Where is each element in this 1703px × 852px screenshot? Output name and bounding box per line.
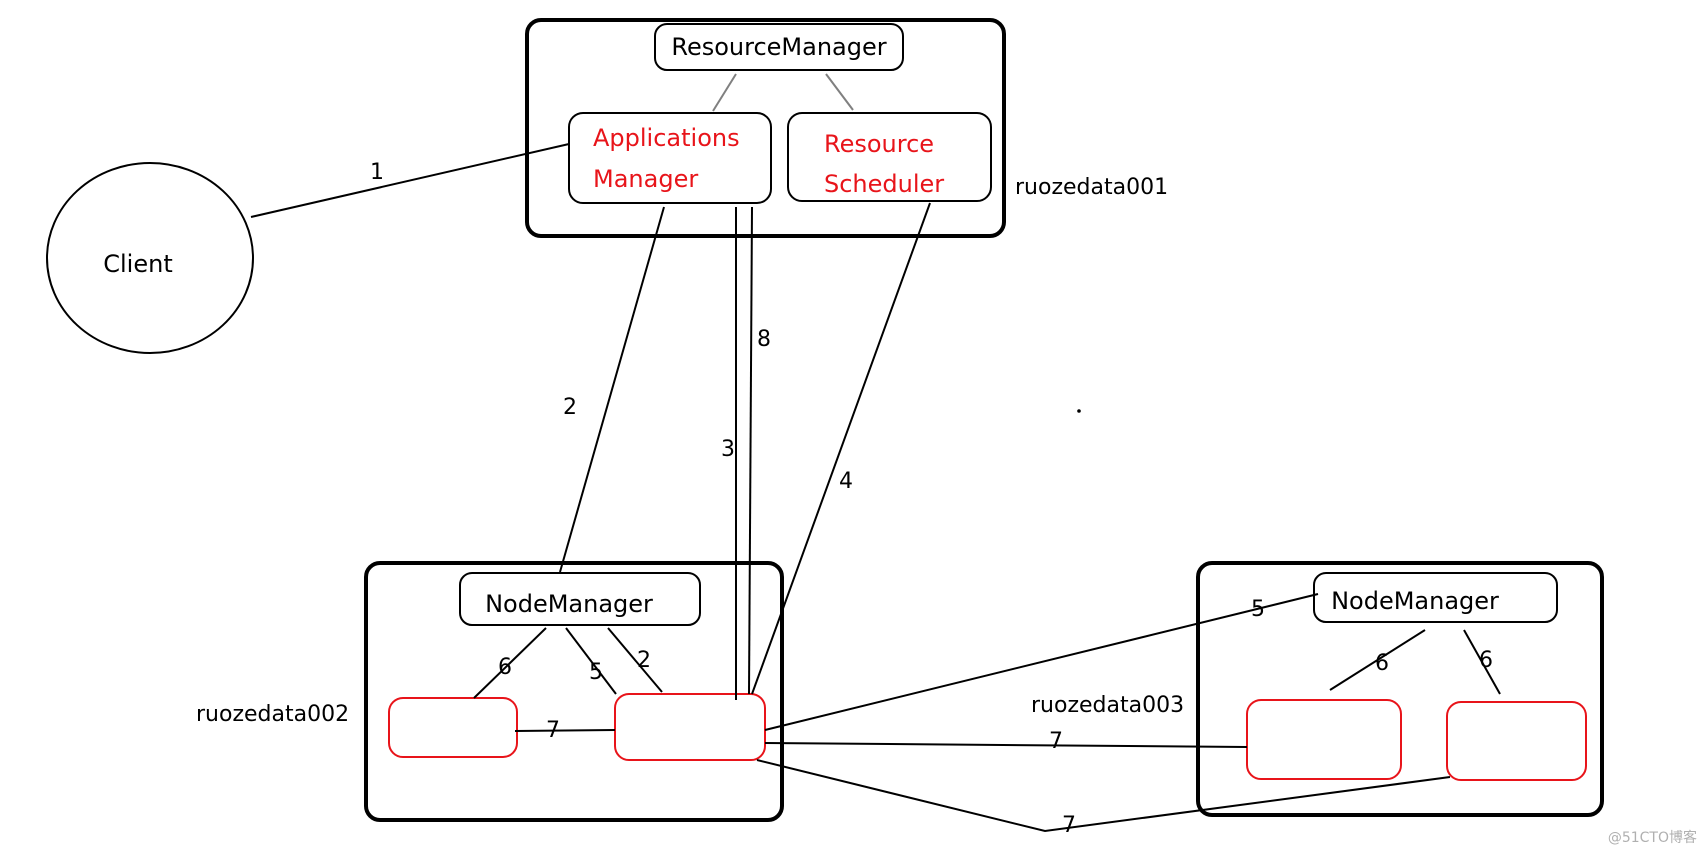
resource-manager-box	[654, 23, 904, 71]
rm-to-am-connector	[712, 73, 737, 112]
resource-scheduler-label-line2: Scheduler	[824, 170, 944, 198]
client-label: Client	[103, 250, 172, 278]
edge-label-7-to-nm2-left: 7	[1049, 729, 1063, 754]
edge-6-nm2-to-right-container	[1463, 629, 1501, 695]
edge-label-8: 8	[757, 327, 771, 352]
edge-2-nm1-to-app-master	[607, 627, 663, 693]
edge-label-6-nm1: 6	[498, 655, 512, 680]
applications-manager-box	[568, 112, 772, 204]
container-ruozedata002-app-master	[614, 693, 766, 761]
edge-label-6-nm2-right: 6	[1479, 648, 1493, 673]
node-manager-1-box	[459, 572, 701, 626]
node-manager-2-box	[1313, 572, 1558, 623]
edge-7-app-master-to-nm2-right-container	[756, 759, 1451, 833]
edge-label-2-am-nm: 2	[563, 395, 577, 420]
node-manager-1-label: NodeManager	[485, 590, 653, 618]
container-ruozedata003-left	[1246, 699, 1402, 780]
container-ruozedata002-left	[388, 697, 518, 758]
edge-8-container-to-am	[748, 206, 753, 695]
edge-label-5-nm1: 5	[589, 660, 603, 685]
applications-manager-label-line1: Applications	[593, 124, 740, 152]
edge-1-client-to-am	[250, 143, 570, 218]
resource-scheduler-label-line1: Resource	[824, 130, 934, 158]
edge-6-nm2-to-left-container	[1329, 629, 1426, 691]
edge-label-4: 4	[839, 469, 853, 494]
edge-5-nm1-to-app-master	[565, 627, 617, 695]
edge-label-5-nm2: 5	[1251, 597, 1265, 622]
stray-dot	[1077, 409, 1081, 413]
edge-4-rs-to-container	[751, 202, 931, 695]
edge-6-nm1-to-left-container	[473, 627, 547, 699]
host-label-ruozedata003: ruozedata003	[1031, 693, 1184, 718]
container-ruozedata003-right	[1446, 701, 1587, 781]
host-box-ruozedata002	[364, 561, 784, 822]
edge-label-7-to-nm2-right: 7	[1062, 813, 1076, 838]
node-manager-2-label: NodeManager	[1331, 587, 1499, 615]
edge-2-am-to-nm1	[559, 206, 665, 573]
edge-label-6-nm2-left: 6	[1375, 651, 1389, 676]
host-label-ruozedata002: ruozedata002	[196, 702, 349, 727]
edge-7-app-master-to-left-container	[514, 729, 616, 732]
client-circle	[46, 162, 254, 354]
edge-label-2-nm1: 2	[637, 648, 651, 673]
host-label-ruozedata001: ruozedata001	[1015, 175, 1168, 200]
resource-manager-label: ResourceManager	[671, 33, 886, 61]
rm-to-rs-connector	[825, 73, 854, 111]
applications-manager-label-line2: Manager	[593, 165, 698, 193]
edge-7-app-master-to-nm2-left-container	[764, 742, 1248, 748]
resource-scheduler-box	[787, 112, 992, 202]
watermark-text: @51CTO博客	[1608, 829, 1697, 846]
edge-label-3: 3	[721, 437, 735, 462]
edge-5-app-master-to-nm2	[764, 593, 1319, 731]
host-box-ruozedata003	[1196, 561, 1604, 817]
host-box-ruozedata001	[525, 18, 1006, 238]
edge-label-7-local: 7	[546, 718, 560, 743]
edge-label-1: 1	[370, 160, 384, 185]
